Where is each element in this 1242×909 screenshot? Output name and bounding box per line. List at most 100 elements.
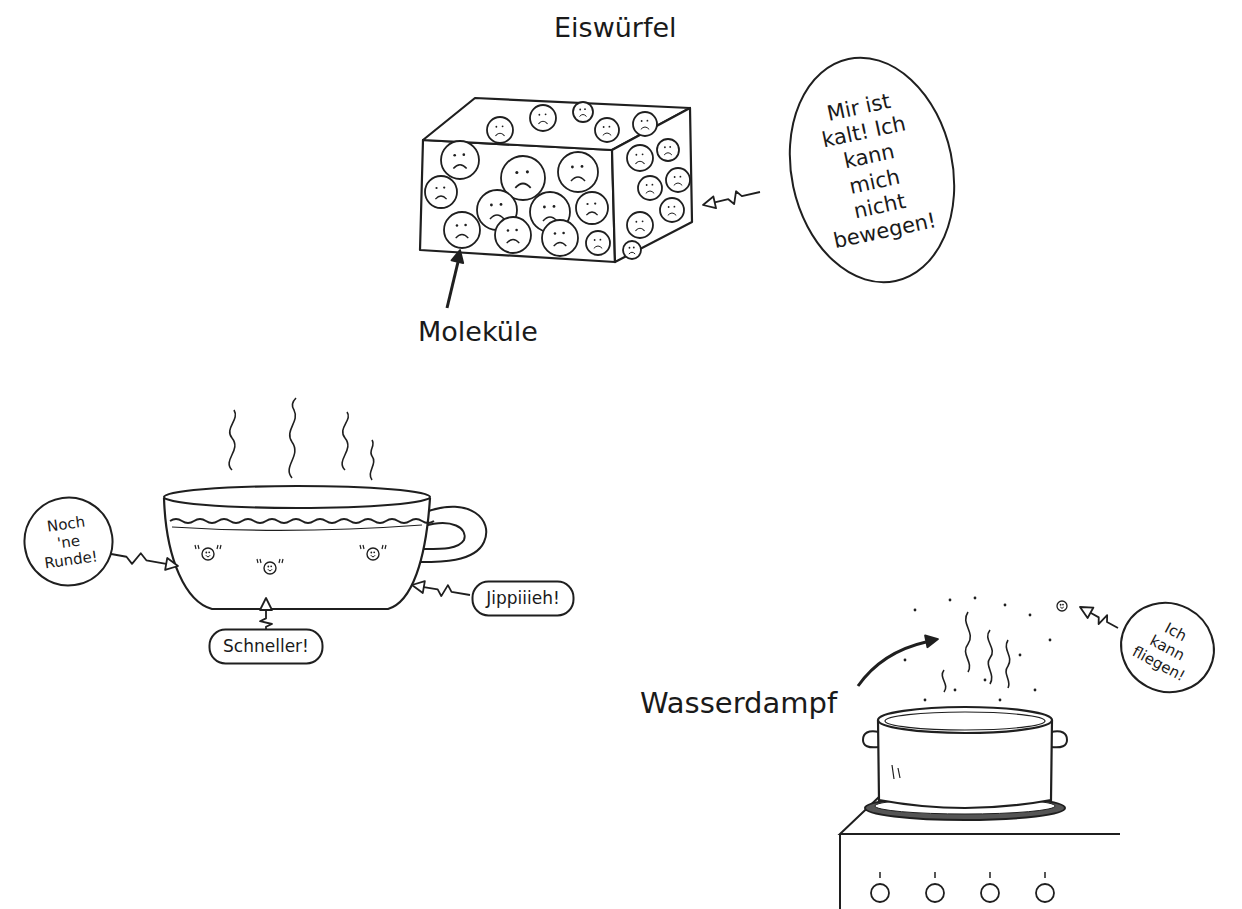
steam-line: [1006, 640, 1010, 688]
knob-tick: [1044, 872, 1046, 878]
stove: [840, 796, 1120, 909]
molecule: [558, 152, 598, 192]
bubble-shape: [770, 42, 975, 298]
molecule: [623, 241, 641, 259]
vapor-dot: [984, 679, 987, 682]
vapor-dot: [1049, 639, 1052, 642]
cup-rim: [164, 486, 430, 508]
pot-shine: [892, 765, 900, 779]
molecule-eye: [456, 224, 459, 227]
molecule-eye: [515, 171, 518, 174]
speech-tail: [715, 191, 760, 204]
pot: [863, 597, 1067, 808]
knob-tick: [879, 872, 881, 878]
molecule-eye: [635, 154, 637, 156]
bubble-text-wrap: Schneller!: [223, 636, 309, 656]
molecule-eye: [646, 184, 648, 186]
molecule: [627, 145, 653, 171]
molecule-eye: [642, 220, 644, 222]
molecule-mouth: [594, 246, 602, 248]
bubble-shape: [473, 581, 574, 615]
molecule-eye: [586, 203, 588, 205]
object-label: Eiswürfel: [554, 12, 677, 44]
leader-line: [447, 262, 458, 308]
stove-knob: [926, 884, 944, 902]
molecule-eye: [635, 221, 637, 223]
arrow-head: [452, 250, 464, 263]
molecule-mouth: [586, 212, 597, 215]
molecule-mouth: [635, 228, 644, 231]
molecule-eye: [515, 229, 518, 232]
molecule-eye: [600, 239, 602, 241]
water-surface: [172, 525, 422, 530]
pot-handle: [1051, 731, 1067, 747]
pot-rim: [878, 707, 1052, 733]
molecule: [367, 548, 379, 560]
molecule-mouth: [668, 213, 676, 215]
molecule-mouth: [674, 183, 682, 185]
molecule-eye: [652, 184, 654, 186]
water-surface: [170, 519, 434, 523]
vapor-dot: [999, 699, 1002, 702]
vapor-dot: [1004, 604, 1007, 607]
pot-handle: [863, 731, 879, 747]
molecule: [264, 562, 276, 574]
vapor-dot: [924, 699, 927, 702]
speech-bubble: Schneller!: [208, 628, 324, 665]
molecule: [542, 220, 578, 256]
molecule: [586, 231, 610, 255]
molecule: [487, 117, 513, 143]
molecule-eye: [674, 206, 676, 208]
molecule: [441, 141, 479, 179]
molecule: [495, 217, 531, 253]
molecule: [666, 168, 690, 192]
molecule-eye: [507, 229, 510, 232]
molecule-mouth: [268, 569, 272, 571]
molecule-eye: [571, 166, 574, 169]
molecule-eye: [680, 176, 682, 178]
molecule-mouth: [538, 121, 547, 124]
steam-line: [229, 410, 235, 470]
molecule: [576, 192, 608, 224]
molecule-eye: [543, 206, 546, 209]
vapor-dot: [1034, 689, 1037, 692]
molecule: [444, 212, 480, 248]
molecule-mouth: [571, 177, 585, 181]
part-label: Moleküle: [418, 316, 538, 348]
speech-bubble: Mir ist kalt! Ich kann mich nicht bewege…: [768, 40, 976, 299]
stove-knob: [871, 884, 889, 902]
leader-line: [858, 642, 926, 686]
stove-outline: [840, 796, 1120, 909]
cube-face: [420, 140, 615, 262]
molecule-eye: [545, 113, 547, 115]
molecule-eye: [370, 552, 372, 554]
molecule-mouth: [1060, 607, 1064, 608]
cube-face: [612, 108, 692, 262]
arrow-head: [1080, 607, 1093, 618]
molecule-eye: [553, 205, 556, 208]
molecule-eye: [609, 126, 611, 128]
molecule-eye: [526, 170, 529, 173]
vapor-dot: [954, 689, 957, 692]
vapor-dot: [1029, 614, 1032, 617]
vapor-dot: [1019, 654, 1022, 657]
molecule-eye: [664, 146, 666, 148]
molecule: [202, 548, 214, 560]
stove-knob: [981, 884, 999, 902]
speech-bubble: Noch 'ne Runde!: [17, 490, 120, 593]
molecule-eye: [495, 126, 497, 128]
molecule-eye: [502, 125, 504, 127]
molecule-mouth: [664, 153, 672, 155]
bubble-shape: [1105, 586, 1229, 708]
molecule-eye: [642, 153, 644, 155]
motion-mark: [360, 545, 386, 549]
molecule-mouth: [490, 215, 504, 219]
molecule-eye: [633, 247, 635, 249]
bubble-text: Schneller!: [223, 636, 309, 656]
molecule-mouth: [629, 252, 635, 254]
arrow-head: [412, 581, 425, 593]
molecule-mouth: [641, 127, 649, 129]
molecule: [573, 102, 593, 122]
